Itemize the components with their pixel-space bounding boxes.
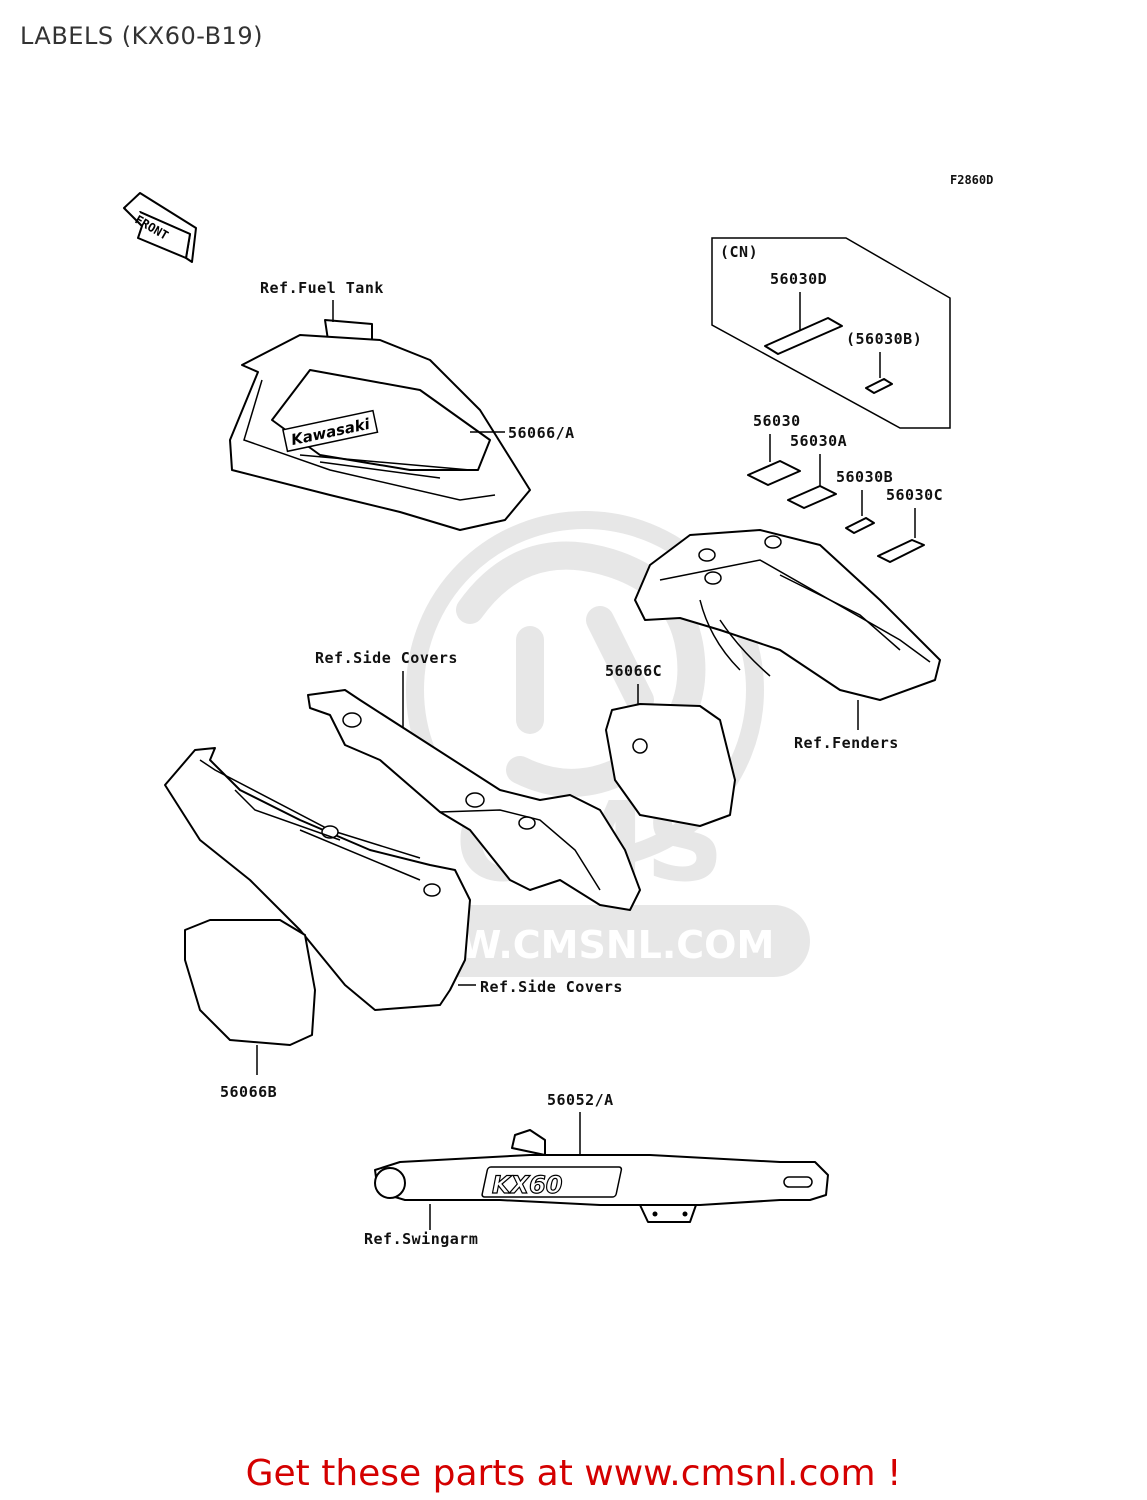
callout-56066-a: 56066/A <box>508 424 575 442</box>
callout-fuel-tank: Ref.Fuel Tank <box>260 279 384 297</box>
callout-swingarm: Ref.Swingarm <box>364 1230 478 1248</box>
callout-56066b: 56066B <box>220 1083 277 1101</box>
callout-fenders: Ref.Fenders <box>794 734 899 752</box>
callout-56052-a: 56052/A <box>547 1091 614 1109</box>
swingarm: KX60 <box>374 1129 829 1223</box>
page-title: LABELS (KX60-B19) <box>20 22 263 50</box>
callout-side-covers-lower: Ref.Side Covers <box>480 978 623 996</box>
callout-56030a: 56030A <box>790 432 847 450</box>
swingarm-decal-text: KX60 <box>492 1171 563 1199</box>
fuel-tank: Kawasaki <box>229 319 531 531</box>
lower-side-cover <box>164 747 471 1011</box>
front-arrow-icon: FRONT <box>123 192 197 263</box>
callout-56066c: 56066C <box>605 662 662 680</box>
footer-promo-link[interactable]: Get these parts at www.cmsnl.com ! <box>245 1453 902 1494</box>
upper-side-cover <box>307 689 641 911</box>
figure-code: F2860D <box>950 173 993 187</box>
callout-56030d: 56030D <box>770 270 827 288</box>
callout-56030c: 56030C <box>886 486 943 504</box>
callout-56030: 56030 <box>753 412 801 430</box>
callout-side-covers-upper: Ref.Side Covers <box>315 649 458 667</box>
callout-56030b-cn: (56030B) <box>846 330 922 348</box>
front-fender <box>634 529 941 701</box>
callout-56030b: 56030B <box>836 468 893 486</box>
callout-cn: (CN) <box>720 243 758 261</box>
cn-group-box: (CN) 56030D (56030B) <box>711 237 951 429</box>
